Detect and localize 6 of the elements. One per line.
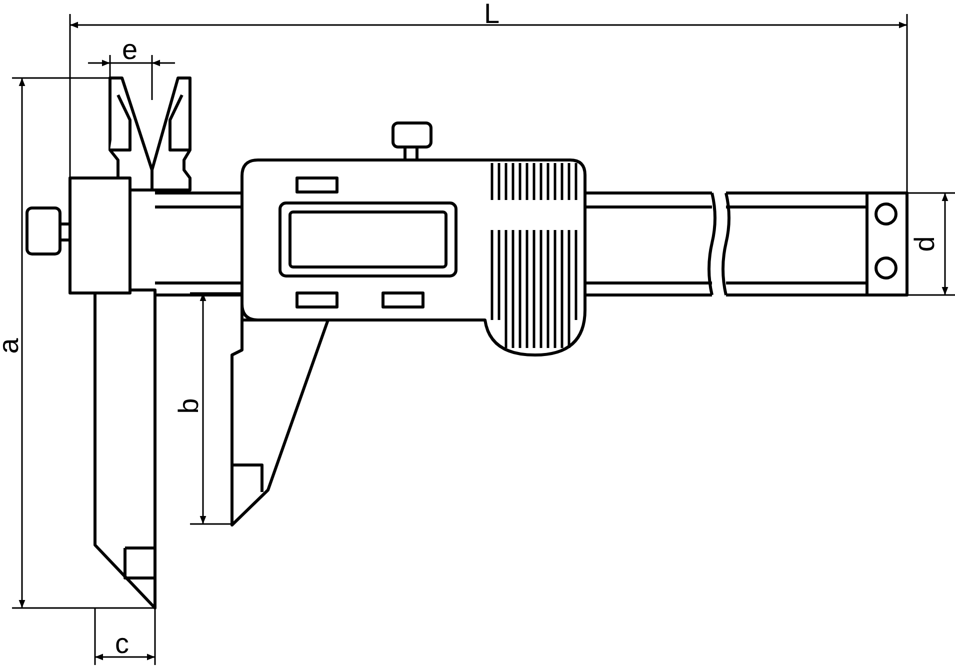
dimension-label: d [910, 236, 939, 252]
dimension-label: e [122, 36, 138, 64]
dimension-label: L [484, 0, 500, 28]
dimension-label: b [174, 398, 203, 414]
dimension-label: c [115, 630, 129, 658]
dimension-label: a [0, 338, 23, 354]
